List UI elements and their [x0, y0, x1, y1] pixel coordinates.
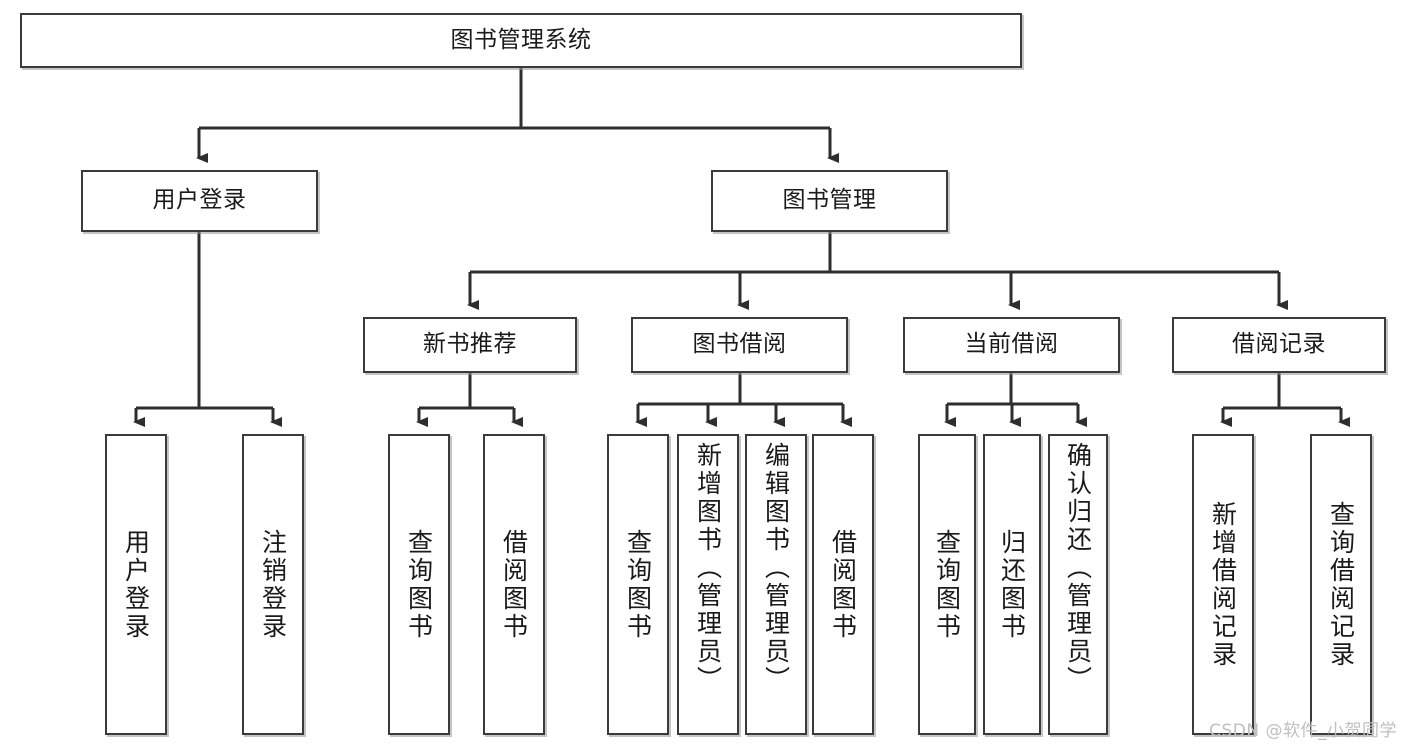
leaf-edit-book-label: 编辑图书（管理员） — [761, 442, 791, 694]
node-book-borrow[interactable]: 图书借阅 — [631, 317, 848, 373]
leaf-query-book-3[interactable]: 查询图书 — [918, 434, 976, 735]
node-book-borrow-label: 图书借阅 — [692, 331, 787, 358]
node-book-manage[interactable]: 图书管理 — [711, 170, 948, 232]
leaf-add-record[interactable]: 新增借阅记录 — [1192, 434, 1254, 735]
node-new-book-rec-label: 新书推荐 — [423, 331, 517, 358]
leaf-confirm-return[interactable]: 确认归还（管理员） — [1048, 434, 1108, 735]
node-current-borrow[interactable]: 当前借阅 — [903, 317, 1120, 373]
leaf-query-book-1[interactable]: 查询图书 — [388, 434, 450, 735]
leaf-borrow-book-2-label: 借阅图书 — [828, 528, 858, 641]
node-root-label: 图书管理系统 — [450, 26, 592, 53]
leaf-add-book[interactable]: 新增图书（管理员） — [677, 434, 739, 735]
leaf-add-book-label: 新增图书（管理员） — [693, 442, 723, 694]
leaf-user-login[interactable]: 用户登录 — [105, 434, 167, 735]
leaf-add-record-label: 新增借阅记录 — [1208, 500, 1238, 669]
node-user-login[interactable]: 用户登录 — [81, 170, 318, 232]
leaf-query-record[interactable]: 查询借阅记录 — [1310, 434, 1372, 735]
watermark-text: CSDN @软件_小贺同学 — [1209, 721, 1397, 741]
node-book-manage-label: 图书管理 — [782, 187, 877, 214]
leaf-confirm-return-label: 确认归还（管理员） — [1063, 442, 1093, 694]
leaf-return-book[interactable]: 归还图书 — [983, 434, 1041, 735]
leaf-borrow-book-2[interactable]: 借阅图书 — [812, 434, 874, 735]
leaf-user-logout-label: 注销登录 — [258, 528, 288, 641]
leaf-query-book-3-label: 查询图书 — [932, 528, 962, 641]
node-current-borrow-label: 当前借阅 — [964, 331, 1059, 358]
node-user-login-label: 用户登录 — [152, 187, 247, 214]
node-borrow-record[interactable]: 借阅记录 — [1172, 317, 1386, 373]
node-new-book-rec[interactable]: 新书推荐 — [363, 317, 577, 373]
leaf-return-book-label: 归还图书 — [997, 528, 1027, 641]
leaf-query-book-2-label: 查询图书 — [623, 528, 653, 641]
node-root[interactable]: 图书管理系统 — [20, 13, 1022, 68]
leaf-query-book-2[interactable]: 查询图书 — [607, 434, 669, 735]
leaf-user-logout[interactable]: 注销登录 — [242, 434, 304, 735]
leaf-query-record-label: 查询借阅记录 — [1326, 500, 1356, 669]
leaf-borrow-book-1-label: 借阅图书 — [499, 528, 529, 641]
leaf-query-book-1-label: 查询图书 — [404, 528, 434, 641]
node-borrow-record-label: 借阅记录 — [1232, 331, 1326, 358]
leaf-borrow-book-1[interactable]: 借阅图书 — [483, 434, 545, 735]
leaf-edit-book[interactable]: 编辑图书（管理员） — [745, 434, 807, 735]
leaf-user-login-label: 用户登录 — [121, 528, 151, 641]
